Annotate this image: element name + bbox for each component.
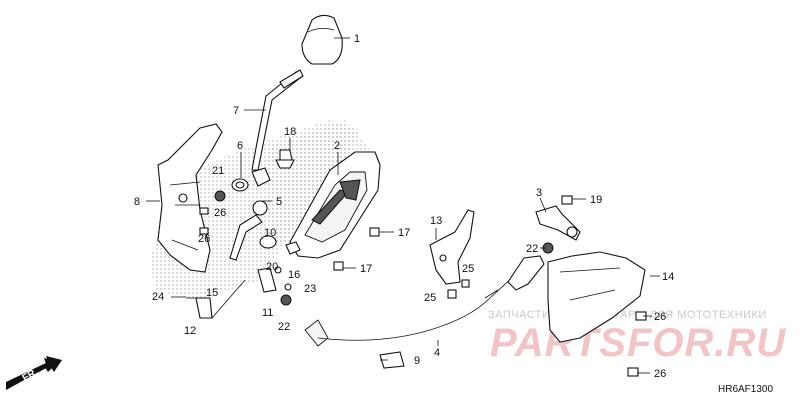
- label-part-4: 4: [434, 347, 440, 359]
- label-leaders: [146, 37, 660, 374]
- label-part-17a: 17: [398, 227, 410, 239]
- watermark-tagline: ЗАПЧАСТИ И АКСЕССУАРЫ ДЛЯ МОТОТЕХНИКИ: [488, 309, 767, 321]
- cover-panel: [547, 251, 646, 343]
- part-labels: 1 2 3 4 5 6 7 8 9 10 11 12 13 14 15 16 1…: [134, 33, 674, 380]
- label-part-15: 15: [206, 287, 218, 299]
- label-part-22a: 22: [278, 321, 290, 333]
- label-part-2: 2: [334, 140, 340, 152]
- label-part-14: 14: [662, 271, 674, 283]
- label-part-8: 8: [134, 196, 140, 208]
- cable-clip: [379, 351, 405, 369]
- pivot-bolt: [186, 279, 246, 319]
- cable-bracket: [429, 209, 475, 285]
- label-part-1: 1: [354, 33, 360, 45]
- label-part-13: 13: [430, 215, 442, 227]
- label-part-24: 24: [152, 291, 164, 303]
- spring-assembly: [229, 167, 301, 261]
- link-assembly: [257, 266, 292, 293]
- shift-gate-plate: [289, 151, 381, 259]
- bolt-18: [275, 149, 295, 169]
- stipple-shade-mid: [265, 120, 370, 250]
- small-fasteners-left: [199, 190, 226, 235]
- label-part-12: 12: [184, 325, 196, 337]
- label-part-26a: 26: [214, 207, 226, 219]
- watermark-logo: PARTSFOR.RU: [490, 321, 786, 365]
- label-part-11: 11: [262, 307, 273, 319]
- label-part-25a: 25: [462, 263, 474, 275]
- label-part-6: 6: [237, 140, 243, 152]
- label-part-9: 9: [414, 355, 420, 367]
- label-part-22b: 22: [526, 243, 538, 255]
- front-direction-arrow-icon: FR.: [6, 356, 62, 390]
- shift-knob: [301, 14, 343, 65]
- label-part-26c: 26: [654, 311, 666, 323]
- label-part-20: 20: [266, 261, 278, 273]
- label-part-25b: 25: [424, 292, 436, 304]
- label-part-21: 21: [212, 165, 224, 177]
- label-part-10: 10: [264, 227, 276, 239]
- shift-arm: [535, 195, 581, 241]
- label-part-26b: 26: [198, 233, 210, 245]
- shift-cable: [304, 255, 545, 347]
- bolts-25: [447, 279, 470, 299]
- diagram-code: HR6AF1300: [718, 384, 773, 395]
- label-part-5: 5: [276, 196, 282, 208]
- label-part-16: 16: [288, 269, 300, 281]
- label-part-23: 23: [304, 283, 316, 295]
- bolts-17: [333, 227, 380, 271]
- label-part-7: 7: [233, 105, 239, 117]
- label-part-19: 19: [590, 194, 602, 206]
- label-part-18: 18: [284, 126, 296, 138]
- label-part-26d: 26: [654, 368, 666, 380]
- label-part-17b: 17: [360, 263, 372, 275]
- grommet-22-left: [280, 294, 292, 306]
- label-part-3: 3: [536, 187, 542, 199]
